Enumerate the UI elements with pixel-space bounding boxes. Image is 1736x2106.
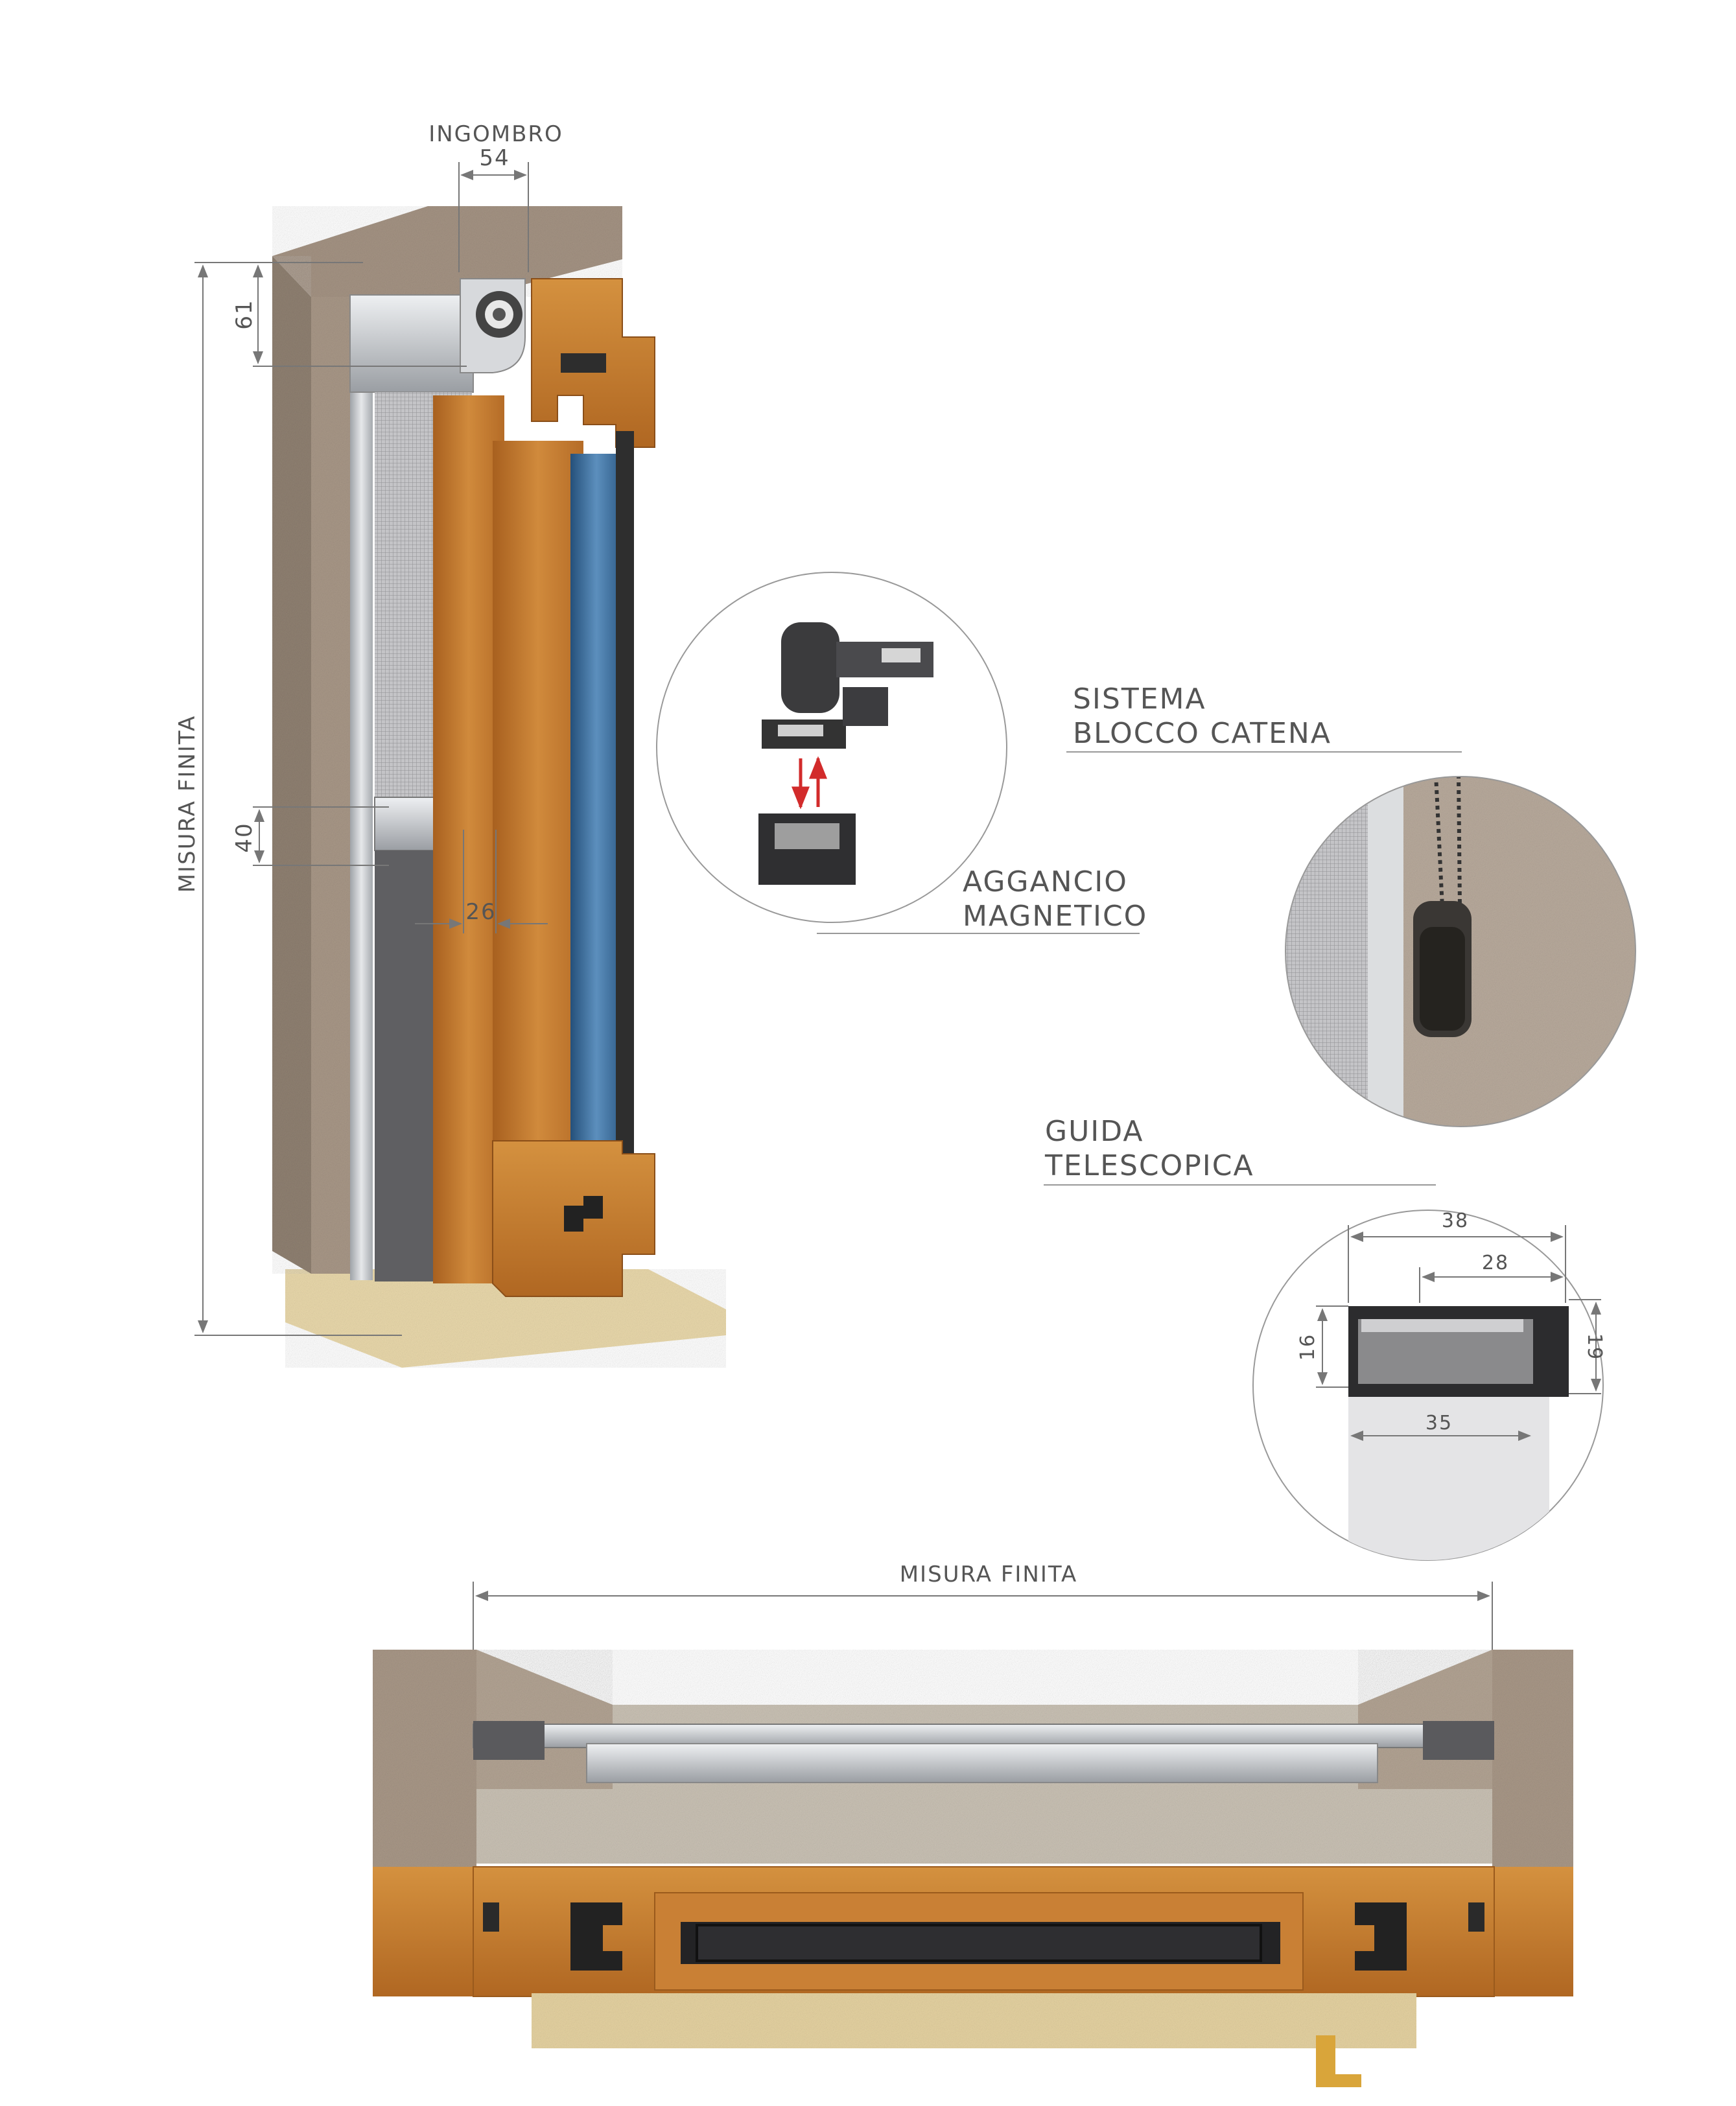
guide-bottom-value: 35	[1425, 1412, 1453, 1434]
detail-blocco-catena: SISTEMA BLOCCO CATENA	[1066, 683, 1636, 1127]
h-gasket-right	[1355, 1902, 1407, 1971]
guide-outer-value: 38	[1442, 1210, 1469, 1232]
ingombro-label: INGOMBRO	[428, 121, 563, 147]
magnet-upper-insert	[778, 725, 823, 736]
gasket-bottom	[564, 1196, 603, 1232]
wall-front	[272, 256, 311, 1274]
wall-top	[272, 206, 622, 297]
cassette-box	[349, 294, 474, 393]
catena-mesh	[1285, 777, 1368, 1127]
catena-guide	[1368, 777, 1403, 1127]
dim-ingombro: INGOMBRO 54	[428, 121, 563, 272]
misura-vertical-label: MISURA FINITA	[174, 715, 200, 893]
h-sill	[532, 1993, 1416, 2048]
magnet-upper-body	[781, 622, 839, 713]
magnet-upper-connector	[843, 687, 888, 726]
guide-mesh-below	[1348, 1394, 1549, 1560]
misura-horizontal-label: MISURA FINITA	[900, 1562, 1078, 1587]
dim-misura-vertical: MISURA FINITA	[174, 262, 402, 1336]
h-guide-left	[473, 1721, 545, 1760]
chain-block-inner	[1420, 927, 1465, 1031]
wood-frame-vertical	[433, 395, 504, 1283]
chain-2	[1457, 777, 1462, 908]
lower-gap	[375, 850, 436, 1281]
dim-26: 26	[415, 830, 548, 933]
bar-height-value: 40	[231, 822, 257, 852]
ingombro-value: 54	[479, 145, 510, 171]
detail-aggancio-magnetico: AGGANCIO MAGNETICO	[656, 572, 1147, 934]
guida-label-2: TELESCOPICA	[1044, 1149, 1254, 1182]
h-wall-right-reveal	[1358, 1650, 1492, 1789]
guide-left-height-value: 16	[1296, 1333, 1319, 1361]
aggancio-label-1: AGGANCIO	[963, 865, 1128, 898]
chain-1	[1434, 777, 1444, 908]
roller-axis	[493, 308, 506, 321]
dim-61: 61	[231, 262, 467, 367]
h-alu-bar	[586, 1743, 1378, 1783]
sistema-label-2: BLOCCO CATENA	[1073, 717, 1331, 750]
magnet-upper-plate	[882, 648, 921, 662]
vertical-section	[272, 206, 726, 1368]
guide-inner-value: 28	[1482, 1252, 1509, 1274]
horizontal-section: MISURA FINITA	[373, 1562, 1573, 2087]
h-handle	[1316, 2035, 1361, 2087]
side-guide	[350, 386, 373, 1280]
glass-bead	[616, 431, 634, 1154]
aggancio-label-2: MAGNETICO	[963, 900, 1147, 933]
h-seal-left	[483, 1902, 499, 1932]
cassette-height-value: 61	[231, 299, 257, 329]
detail-guida-telescopica: GUIDA TELESCOPICA 38 28 16 19 35	[1044, 1115, 1606, 1561]
h-seal-right	[1468, 1902, 1484, 1932]
dim-40: 40	[231, 806, 389, 866]
h-gasket-left	[570, 1902, 622, 1971]
magnet-lower-insert	[775, 823, 839, 849]
guide-right-height-value: 19	[1583, 1333, 1606, 1361]
h-guide-right	[1423, 1721, 1494, 1760]
bar-depth-value: 26	[465, 899, 496, 925]
h-glass-frame	[696, 1924, 1262, 1962]
sistema-label-1: SISTEMA	[1073, 683, 1206, 716]
glass-pane	[570, 454, 622, 1154]
guide-highlight	[1361, 1319, 1523, 1332]
gasket-top	[561, 353, 606, 373]
guida-label-1: GUIDA	[1045, 1115, 1144, 1148]
